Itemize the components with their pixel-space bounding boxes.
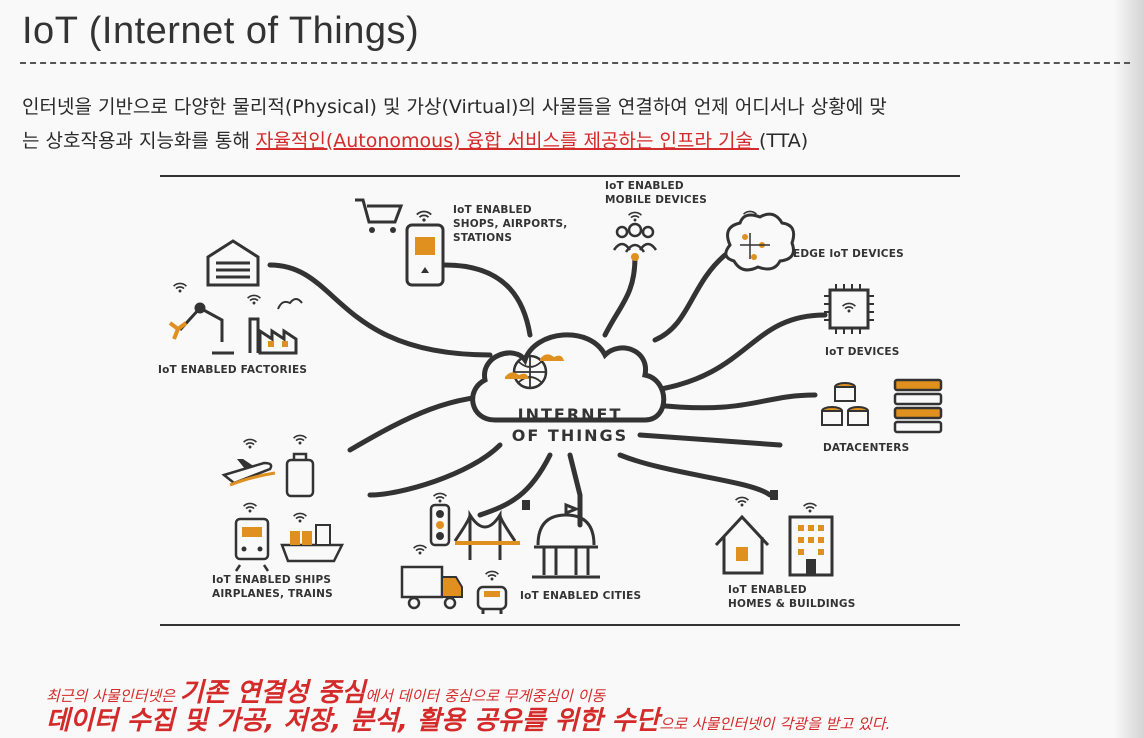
wifi-icon xyxy=(627,211,643,222)
wifi-icon xyxy=(415,210,433,222)
label-datacenters: DATACENTERS xyxy=(823,442,909,454)
chip-icon xyxy=(824,284,874,334)
wifi-icon xyxy=(734,496,750,507)
connection-lines xyxy=(267,252,828,528)
cloud-icon: INTERNET OF THINGS xyxy=(470,332,667,445)
summary-line-2: 데이터 수집 및 가공, 저장, 분석, 활용 공유를 위한 수단으로 사물인터… xyxy=(46,700,890,737)
label-shops-1: IoT ENABLED xyxy=(453,204,532,216)
spur-terminal xyxy=(522,500,530,510)
summary-line-1-emphasis: 기존 연결성 중심 xyxy=(179,678,366,708)
title-divider xyxy=(20,62,1130,64)
wifi-icon xyxy=(484,570,500,581)
definition-source: (TTA) xyxy=(758,130,809,152)
diagram-bottom-rule xyxy=(160,624,960,626)
label-mobile-2: MOBILE DEVICES xyxy=(605,194,707,206)
server-rack-icon xyxy=(893,378,943,434)
label-ships-1: IoT ENABLED SHIPS xyxy=(212,574,331,586)
wifi-icon xyxy=(292,512,308,523)
wifi-icon xyxy=(172,282,188,293)
office-building-icon xyxy=(788,515,834,577)
slide-title: IoT (Internet of Things) xyxy=(22,10,420,52)
label-mobile-1: IoT ENABLED xyxy=(605,180,684,192)
label-shops-2: SHOPS, AIRPORTS, xyxy=(453,218,567,230)
summary-line-2-emphasis: 데이터 수집 및 가공, 저장, 분석, 활용 공유를 위한 수단 xyxy=(46,706,660,736)
wifi-icon xyxy=(432,492,448,503)
label-homes-2: HOMES & BUILDINGS xyxy=(728,598,855,610)
label-cities: IoT ENABLED CITIES xyxy=(520,590,641,602)
government-building-icon xyxy=(532,502,600,579)
summary-line-2-end: 으로 사물인터넷이 각광을 받고 있다. xyxy=(659,715,891,733)
shopping-cart-icon xyxy=(355,198,404,233)
definition-line-1: 인터넷을 기반으로 다양한 물리적(Physical) 및 가상(Virtual… xyxy=(22,96,887,118)
luggage-icon xyxy=(285,452,315,498)
ship-icon xyxy=(280,524,345,563)
wifi-icon xyxy=(412,544,428,555)
label-iot-devices: IoT DEVICES xyxy=(825,346,900,358)
robot-arm-icon xyxy=(168,302,234,355)
traffic-light-icon xyxy=(429,503,451,547)
train-icon xyxy=(234,517,270,572)
car-icon xyxy=(476,585,508,614)
label-ships-2: AIRPLANES, TRAINS xyxy=(212,588,333,600)
users-icon xyxy=(612,222,658,261)
summary-line-1: 최근의 사물인터넷은 기존 연결성 중심에서 데이터 중심으로 무게중심이 이동 xyxy=(46,672,605,709)
summary-line-1-end: 에서 데이터 중심으로 무게중심이 이동 xyxy=(365,687,606,705)
definition-line-2-start: 는 상호작용과 지능화를 통해 xyxy=(22,130,256,152)
warehouse-icon xyxy=(206,239,260,287)
smartphone-icon xyxy=(405,223,445,287)
label-factories: IoT ENABLED FACTORIES xyxy=(158,364,307,376)
wifi-icon xyxy=(242,502,258,513)
center-label-line-2: OF THINGS xyxy=(512,426,628,445)
truck-icon xyxy=(400,565,463,610)
label-homes-1: IoT ENABLED xyxy=(728,584,807,596)
definition-highlight: 자율적인(Autonomous) 융합 서비스를 제공하는 인프라 기술 xyxy=(255,130,759,152)
summary-line-1-start: 최근의 사물인터넷은 xyxy=(46,687,180,705)
definition-line-2: 는 상호작용과 지능화를 통해 자율적인(Autonomous) 융합 서비스를… xyxy=(22,124,1132,158)
slide-edge-shadow xyxy=(1114,0,1144,738)
center-label-line-1: INTERNET xyxy=(518,405,623,424)
bridge-icon xyxy=(453,509,520,560)
diagram-top-rule xyxy=(160,175,960,177)
brain-icon xyxy=(724,212,796,272)
wifi-icon xyxy=(242,438,258,449)
label-edge-devices: EDGE IoT DEVICES xyxy=(793,248,904,260)
database-icon xyxy=(821,382,869,426)
definition-text: 인터넷을 기반으로 다양한 물리적(Physical) 및 가상(Virtual… xyxy=(22,90,1132,158)
wifi-icon xyxy=(292,434,308,445)
iot-diagram: INTERNET OF THINGS IoT ENABLED SHOPS, AI… xyxy=(158,180,943,614)
airplane-icon xyxy=(221,459,276,487)
house-icon xyxy=(714,514,770,575)
label-shops-3: STATIONS xyxy=(453,232,512,244)
factory-icon xyxy=(248,298,303,355)
wifi-icon xyxy=(246,294,262,305)
wifi-icon xyxy=(802,502,818,513)
spur-terminal xyxy=(770,490,778,500)
